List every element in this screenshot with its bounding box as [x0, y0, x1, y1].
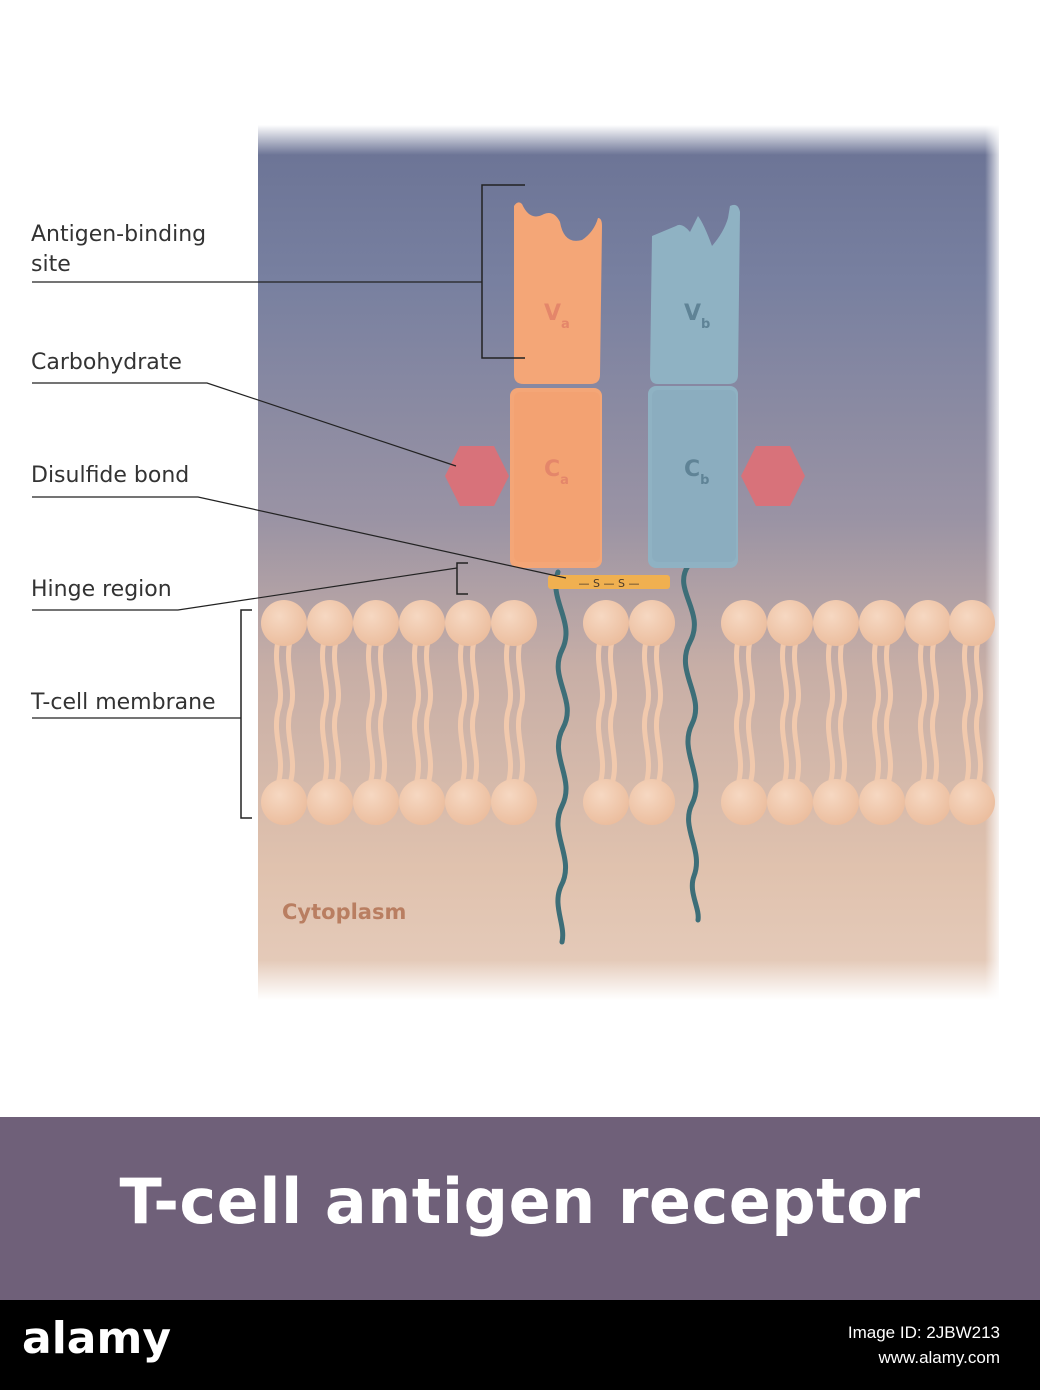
lipid-head [949, 779, 995, 825]
antigen-binding-line2: site [31, 252, 71, 277]
lipid-head [859, 779, 905, 825]
lipid-tail [424, 640, 434, 785]
lipid-bilayer [261, 600, 995, 825]
v-beta-domain [650, 204, 740, 384]
footer-info: Image ID: 2JBW213 www.alamy.com [848, 1320, 1000, 1370]
lipid-head [307, 779, 353, 825]
lipid-tail [320, 640, 330, 785]
lipid-tail [642, 640, 652, 785]
lipid-head [721, 600, 767, 646]
tcr-diagram: — S — S — Va Vb Ca Cb [32, 125, 999, 1000]
lipid-head [629, 600, 675, 646]
lipid-head [905, 600, 951, 646]
hinge-leader [32, 567, 458, 611]
carbohydrate-beta [741, 446, 805, 506]
lipid-head [353, 779, 399, 825]
lipid-tail [826, 640, 836, 785]
v-alpha-label: Va [544, 301, 570, 332]
disulfide-bond-label: Disulfide bond [31, 463, 190, 488]
lipid-tail [746, 640, 756, 785]
carbohydrate-label: Carbohydrate [31, 350, 182, 375]
lipid-head [813, 600, 859, 646]
lipid-head [859, 600, 905, 646]
antigen-binding-bracket [481, 184, 525, 359]
lipid-head [399, 600, 445, 646]
site-url: www.alamy.com [878, 1348, 1000, 1367]
lipid-tail [838, 640, 848, 785]
carbohydrate-alpha [445, 446, 509, 506]
lipid-tail [458, 640, 468, 785]
lipid-head [583, 600, 629, 646]
lipid-tail [470, 640, 480, 785]
footer-bar [0, 1300, 1040, 1390]
lipid-tail [332, 640, 342, 785]
lipid-head [445, 779, 491, 825]
disulfide-leader [32, 496, 567, 579]
lipid-head [583, 779, 629, 825]
lipid-tail [734, 640, 744, 785]
lipid-tail [274, 640, 284, 785]
disulfide-bond-text: — S — S — [579, 577, 640, 590]
lipid-head [905, 779, 951, 825]
lipid-tail [780, 640, 790, 785]
image-id: Image ID: 2JBW213 [847, 1323, 1000, 1342]
lipid-tail [872, 640, 882, 785]
background-panel [258, 125, 999, 1000]
lipid-head [813, 779, 859, 825]
hinge-bracket [456, 562, 468, 595]
brand-logo: alamy [22, 1313, 171, 1364]
alpha-tm-strand [553, 569, 570, 945]
lipid-head [445, 600, 491, 646]
lipid-head [491, 600, 537, 646]
antigen-binding-line1: Antigen-binding [31, 222, 207, 247]
lipid-tail [608, 640, 618, 785]
c-beta-label: Cb [684, 457, 709, 488]
lipid-tail [378, 640, 388, 785]
lipid-head [399, 779, 445, 825]
lipid-tail [974, 640, 984, 785]
lipid-tail [918, 640, 928, 785]
lipid-tail [930, 640, 940, 785]
v-beta-label: Vb [684, 301, 710, 332]
lipid-head [261, 600, 307, 646]
hinge-region-label: Hinge region [31, 577, 172, 602]
carbohydrate-leader [32, 382, 457, 467]
lipid-head [307, 600, 353, 646]
lipid-tail [286, 640, 296, 785]
lipid-tail [884, 640, 894, 785]
lipid-head [353, 600, 399, 646]
lipid-head [767, 600, 813, 646]
lipid-head [949, 600, 995, 646]
lipid-head [721, 779, 767, 825]
lipid-head [491, 779, 537, 825]
top-fade [258, 125, 999, 155]
lipid-head [767, 779, 813, 825]
lipid-tail [962, 640, 972, 785]
lipid-tail [792, 640, 802, 785]
v-alpha-domain [514, 202, 602, 384]
lipid-tail [516, 640, 526, 785]
lipid-tail [504, 640, 514, 785]
beta-tm-strand [681, 563, 701, 923]
lipid-tail [412, 640, 422, 785]
disulfide-bond [548, 575, 670, 589]
lipid-tail [366, 640, 376, 785]
lipid-head [261, 779, 307, 825]
lipid-tail [654, 640, 664, 785]
c-alpha-label: Ca [544, 457, 569, 488]
antigen-binding-label: Antigen-binding site [31, 220, 206, 280]
cytoplasm-label: Cytoplasm [282, 900, 407, 924]
lipid-tail [596, 640, 606, 785]
membrane-bracket [240, 609, 252, 819]
lipid-head [629, 779, 675, 825]
membrane-label: T-cell membrane [31, 690, 216, 715]
right-fade [985, 125, 999, 1000]
bottom-fade [258, 960, 999, 1000]
title-band [0, 1117, 1040, 1300]
page-title: T-cell antigen receptor [119, 1165, 921, 1238]
